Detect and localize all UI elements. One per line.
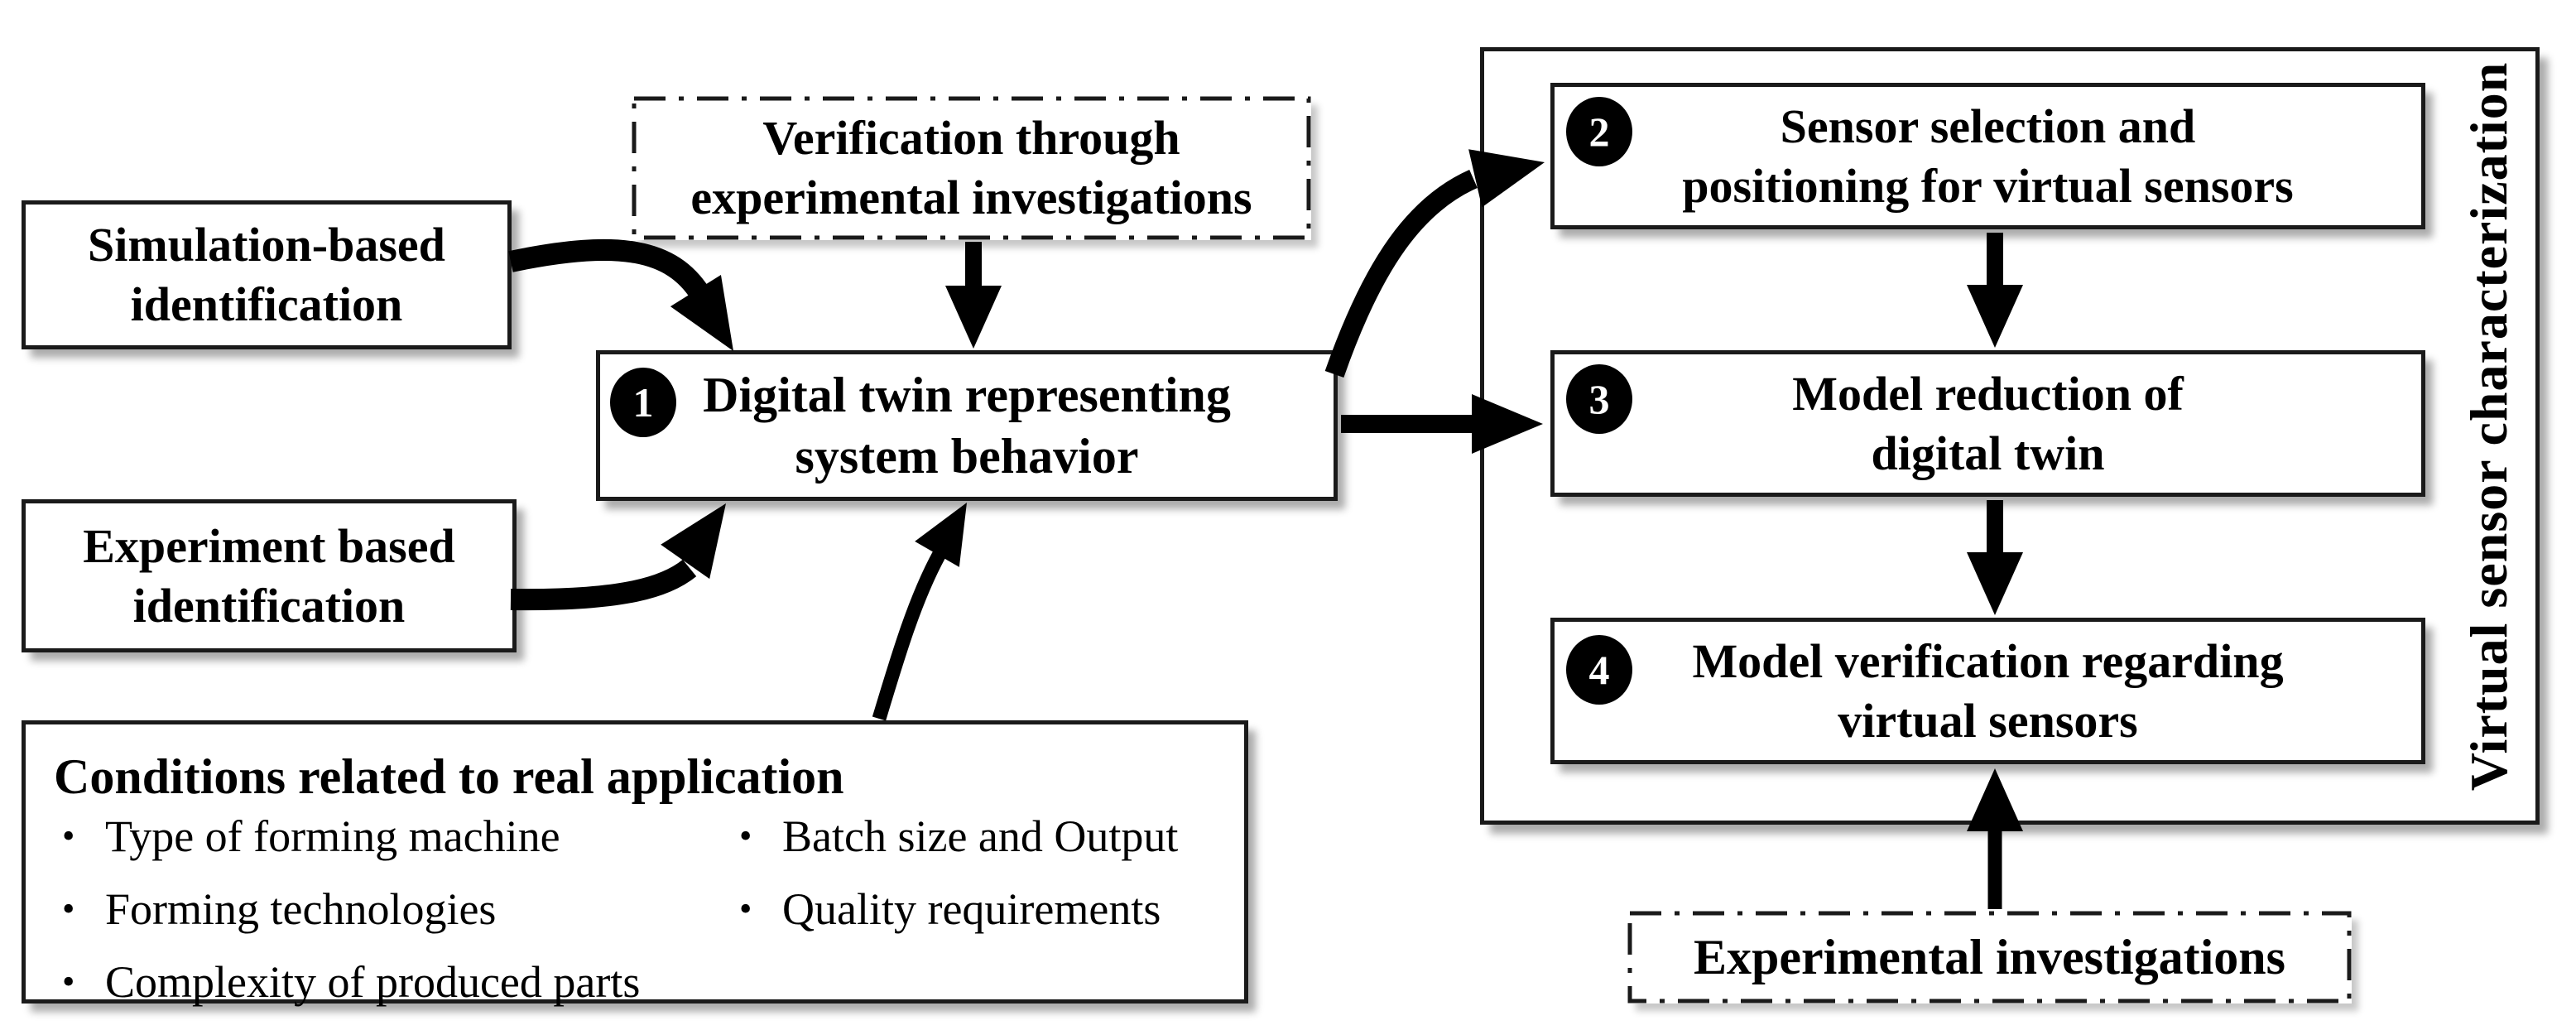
dash-dot-border bbox=[632, 96, 1311, 240]
bullet-dot-icon: • bbox=[739, 816, 752, 856]
node-label-line: Experiment based bbox=[83, 518, 455, 573]
node-sensor-selection: 2 Sensor selection and positioning for v… bbox=[1550, 83, 2425, 229]
arrow-verification-to-digital-twin bbox=[945, 242, 1002, 349]
node-label-line: Verification through bbox=[762, 111, 1180, 166]
bullet-text: Batch size and Output bbox=[782, 811, 1179, 861]
arrow-simulation-to-digital-twin bbox=[508, 238, 733, 351]
bullet-dot-icon: • bbox=[62, 816, 75, 856]
node-label-line: Experimental investigations bbox=[1694, 929, 2285, 984]
node-label-line: identification bbox=[130, 277, 403, 331]
node-label-line: identification bbox=[132, 578, 406, 633]
node-label-line: experimental investigations bbox=[690, 171, 1252, 224]
bullet-text: Forming technologies bbox=[105, 884, 497, 934]
conditions-title: Conditions related to real application bbox=[54, 749, 844, 804]
bullet-item: • Batch size and Output bbox=[739, 809, 1178, 882]
bullet-text: Quality requirements bbox=[782, 884, 1161, 934]
node-label-line: virtual sensors bbox=[1838, 693, 2138, 748]
bullet-item: • Forming technologies bbox=[62, 882, 640, 955]
bullet-dot-icon: • bbox=[739, 888, 752, 929]
bullet-item: • Type of forming machine bbox=[62, 809, 640, 882]
conditions-bullet-column-1: • Type of forming machine • Forming technol… bbox=[62, 809, 640, 1028]
bullet-item: • Complexity of produced parts bbox=[62, 955, 640, 1028]
bullet-item: • Quality requirements bbox=[739, 882, 1178, 955]
arrow-experiment-to-digital-twin bbox=[510, 503, 726, 611]
bullet-dot-icon: • bbox=[62, 961, 75, 1002]
node-label-line: Model reduction of bbox=[1792, 366, 2184, 421]
dash-dot-border bbox=[1627, 911, 2352, 1004]
node-simulation-based-identification: Simulation-based identification bbox=[22, 200, 512, 349]
node-label-line: Model verification regarding bbox=[1692, 633, 2284, 688]
bullet-text: Complexity of produced parts bbox=[105, 957, 641, 1007]
bullet-text: Type of forming machine bbox=[105, 811, 560, 861]
bullet-dot-icon: • bbox=[62, 888, 75, 929]
node-label-line: Sensor selection and bbox=[1780, 99, 2196, 153]
node-model-verification: 4 Model verification regarding virtual s… bbox=[1550, 618, 2425, 764]
arrow-conditions-to-digital-twin bbox=[872, 503, 967, 721]
step-badge-1: 1 bbox=[610, 368, 676, 437]
node-label-line: positioning for virtual sensors bbox=[1682, 158, 2294, 213]
node-model-reduction: 3 Model reduction of digital twin bbox=[1550, 350, 2425, 497]
node-digital-twin: 1 Digital twin representing system behav… bbox=[596, 350, 1338, 501]
node-label-line: Digital twin representing bbox=[703, 367, 1231, 422]
node-experimental-investigations: Experimental investigations bbox=[1627, 911, 2352, 1004]
step-badge-3: 3 bbox=[1566, 364, 1632, 434]
conditions-bullet-column-2: • Batch size and Output • Quality requireme… bbox=[739, 809, 1178, 955]
node-conditions-real-application: Conditions related to real application •… bbox=[22, 720, 1248, 1007]
step-badge-2: 2 bbox=[1566, 97, 1632, 166]
node-label-line: Simulation-based bbox=[88, 218, 445, 272]
node-verification-through-experiments: Verification through experimental invest… bbox=[632, 96, 1311, 240]
step-badge-4: 4 bbox=[1566, 635, 1632, 705]
node-label-line: digital twin bbox=[1871, 426, 2105, 480]
container-side-label: Virtual sensor characterization bbox=[2459, 61, 2518, 792]
node-label-line: system behavior bbox=[795, 429, 1139, 484]
node-experiment-based-identification: Experiment based identification bbox=[22, 499, 517, 652]
